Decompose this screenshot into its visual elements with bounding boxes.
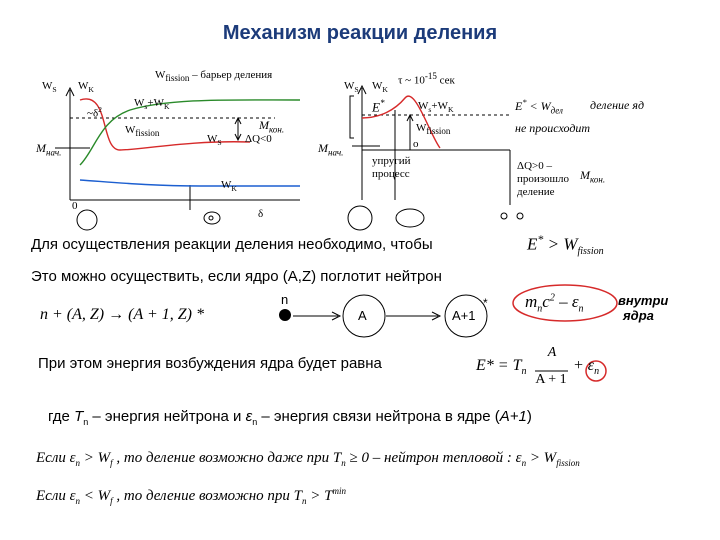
left-mkon-label: Mкон.: [259, 118, 285, 135]
left-wk-label: WK: [78, 80, 94, 95]
left-dq-label: ΔQ<0: [245, 133, 272, 145]
left-delta-label: δ: [258, 208, 264, 220]
excited-star: *: [483, 296, 488, 310]
line1-formula: E* > Wfission: [527, 232, 604, 258]
binding-highlight-ellipse: [512, 284, 618, 322]
left-nucleus-ellipse: [203, 211, 221, 225]
right-condition-text2: не происходит: [515, 121, 591, 135]
right-estar-label: E*: [372, 98, 385, 115]
left-sum-curve: [79, 99, 301, 166]
energy-formula-den: A + 1: [535, 372, 567, 387]
nucleus-a-label: A: [358, 308, 367, 323]
right-mkon-label: Mкон.: [580, 168, 606, 185]
energy-formula-num: A: [547, 345, 557, 360]
right-fragment-1: [500, 212, 508, 220]
energy-formula-plus: + εn: [573, 357, 600, 378]
condition-2: Если εn < Wf , то деление возможно при T…: [36, 486, 346, 506]
line3-text: При этом энергия возбуждения ядра будет …: [38, 355, 382, 372]
right-fragment-2: [516, 212, 524, 220]
right-nucleus-sphere: [347, 205, 373, 231]
left-ws2-label: WS: [207, 133, 222, 148]
right-graph-axes: [349, 84, 511, 205]
right-sum-label: Ws+WK: [418, 100, 454, 115]
right-sum-curve: [361, 95, 441, 149]
right-mnuc-label: Mнач.: [318, 141, 344, 158]
left-wfission-label: Wfission: [125, 124, 160, 139]
right-tick-label: о: [413, 138, 419, 150]
left-ws-wk-curve: [79, 98, 251, 151]
right-tau-label: τ ~ 10-15 сек: [398, 71, 455, 87]
left-nucleus-sphere: [76, 209, 98, 231]
line2-text: Это можно осуществить, если ядро (A,Z) п…: [31, 268, 442, 285]
right-nucleus-ellipse: [395, 208, 425, 228]
left-fragment-1: [208, 215, 214, 221]
neutron-dot: [279, 309, 291, 321]
page-title: Механизм реакции деления: [222, 22, 498, 44]
binding-formula: mnc2 – εn: [525, 292, 584, 315]
right-condition-text1: деление яд: [590, 98, 645, 112]
left-wk-curve: [79, 179, 300, 187]
nucleus-a1-label: A+1: [452, 308, 476, 323]
right-wfission-label: Wfission: [416, 122, 451, 137]
left-wk2-label: WK: [221, 179, 237, 194]
epsilon-highlight-circle: [585, 360, 607, 382]
left-mnuc-label: Mнач.: [36, 141, 62, 158]
right-wk-label: WK: [372, 80, 388, 95]
neutron-label: n: [281, 292, 289, 307]
left-barrier-label: Wfission – барьер деления: [155, 69, 273, 84]
nucleus-a1-circle: [444, 294, 488, 338]
right-ws-label: WS: [344, 80, 359, 95]
energy-formula-lhs: E* = Tn: [476, 357, 527, 378]
left-neg-delta-label: ~δ2: [87, 105, 102, 120]
left-ws-label: WS: [42, 80, 57, 95]
left-zero-label: 0: [72, 200, 78, 212]
reaction-formula: n + (A, Z) → (A + 1, Z) *: [40, 306, 204, 323]
left-graph-axes: [65, 86, 300, 210]
line4-text: где Tn – энергия нейтрона и εn – энергия…: [48, 408, 532, 427]
condition-1: Если εn > Wf , то деление возможно даже …: [36, 450, 580, 468]
nucleus-a-circle: [342, 294, 386, 338]
right-condition-label: E* < Wдел: [515, 98, 563, 116]
left-sum-label: Ws+WK: [134, 97, 170, 112]
line1-text: Для осуществления реакции деления необхо…: [31, 236, 433, 253]
